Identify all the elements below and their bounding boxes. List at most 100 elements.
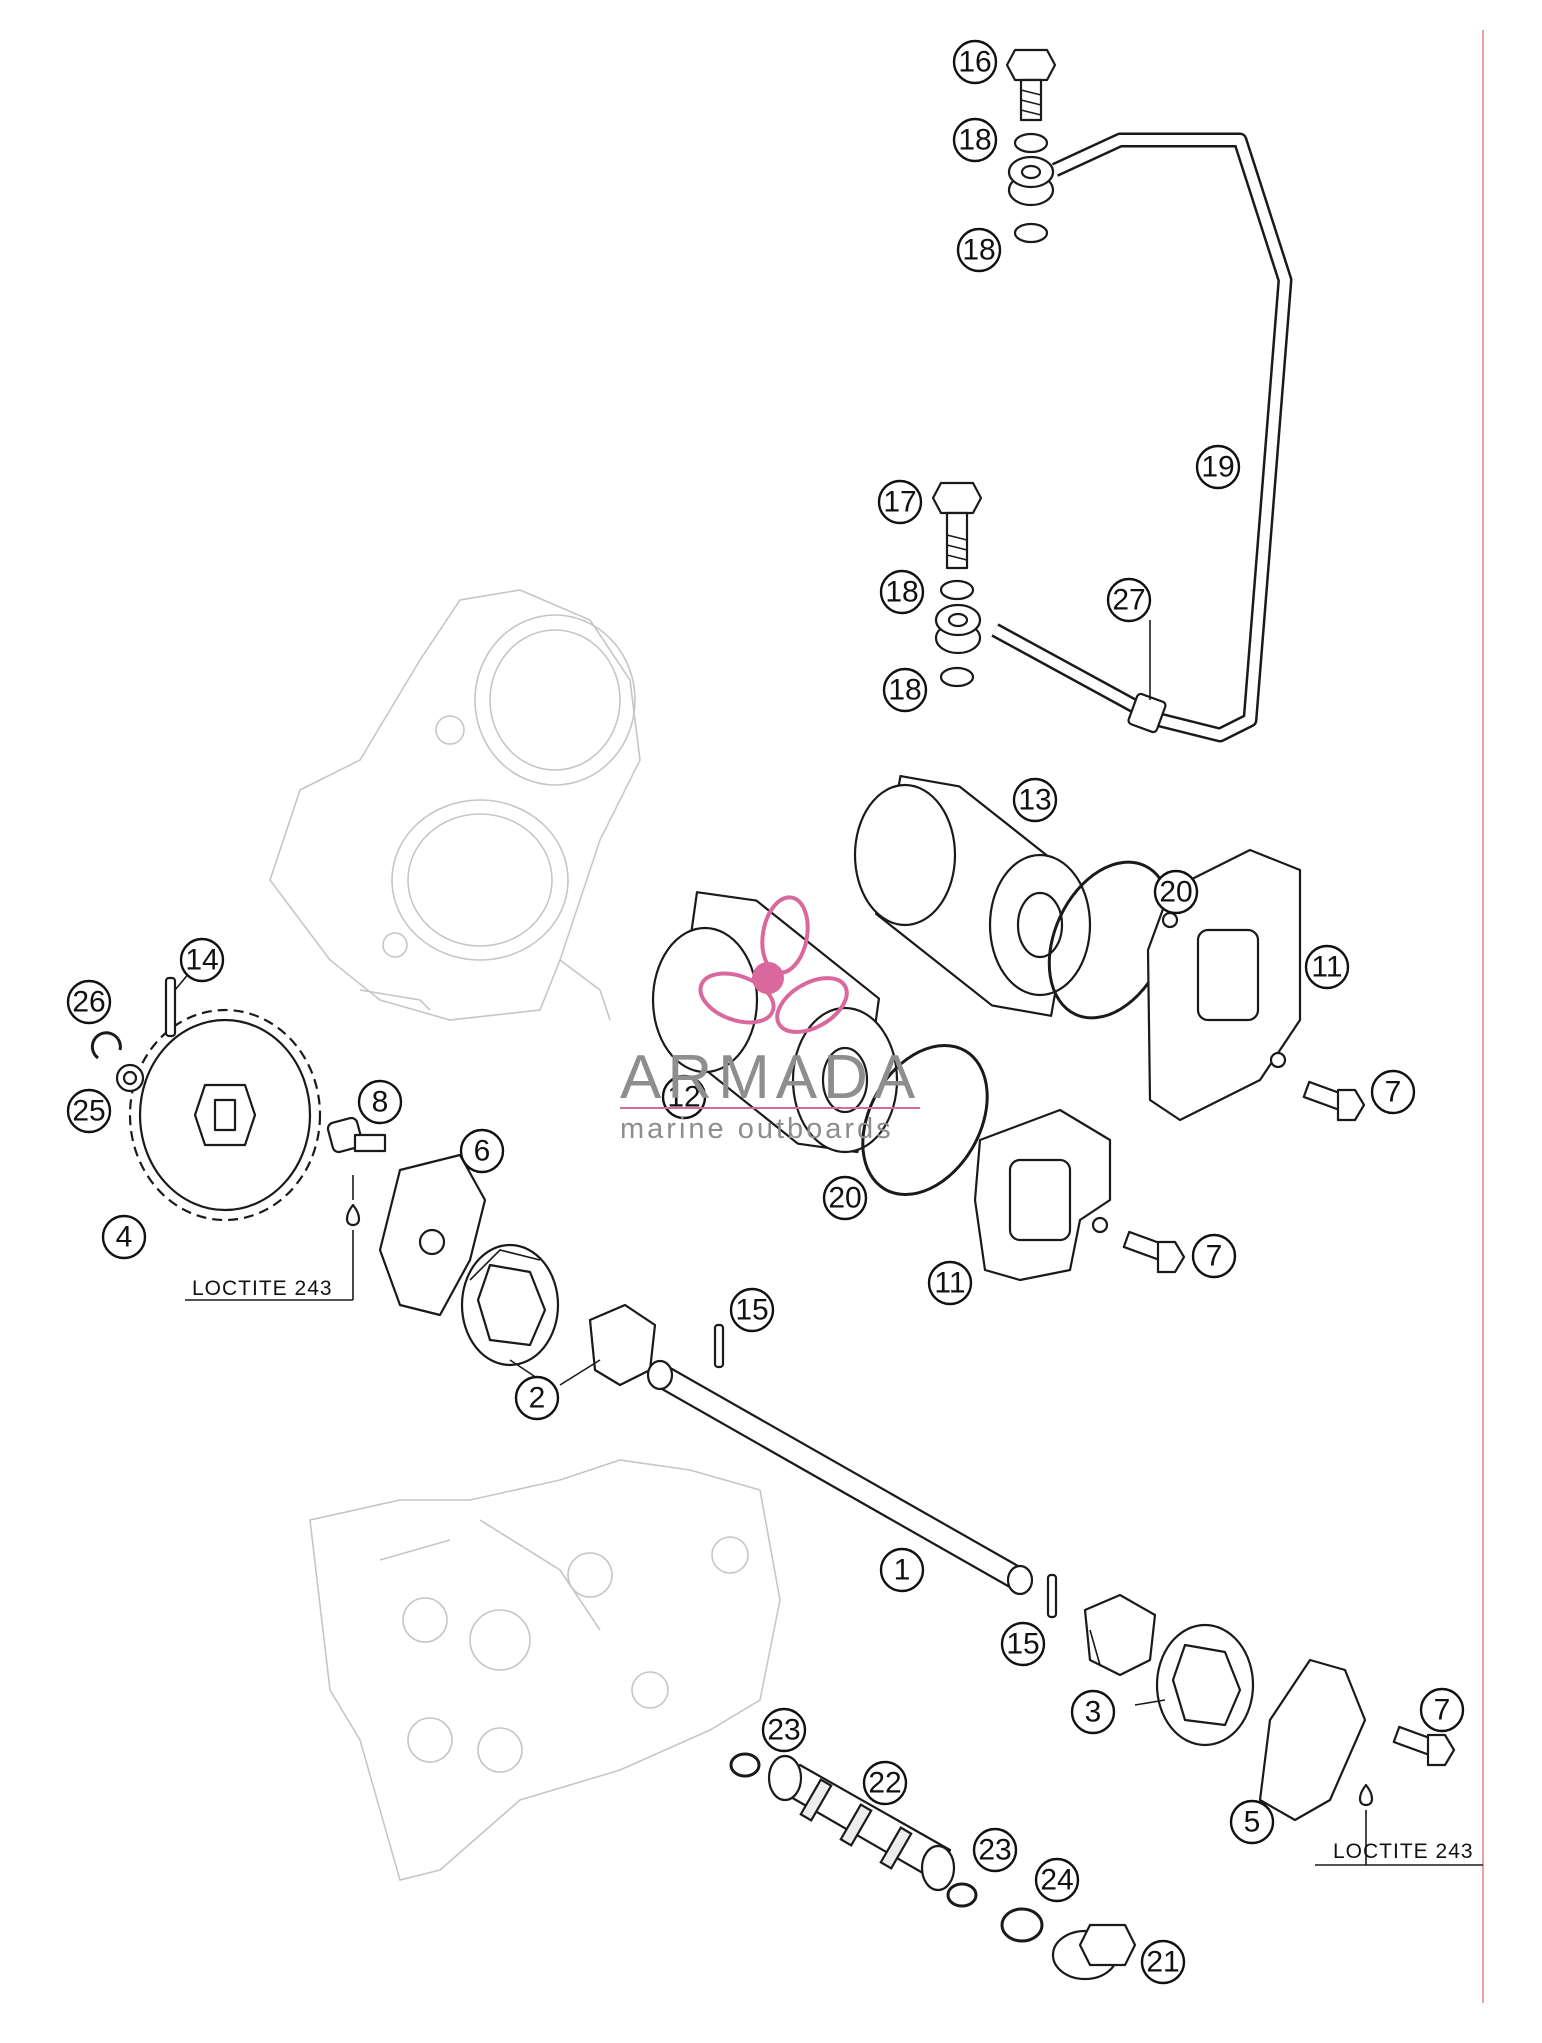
oil-pump-cover-left-hole [418, 1228, 446, 1256]
callout-label: 1 [894, 1554, 911, 1587]
callout-label: 23 [767, 1714, 800, 1747]
oil-pump-gear [128, 1008, 322, 1222]
banjo-bolt-lower [931, 481, 983, 570]
callout-label: 27 [1112, 584, 1145, 617]
callout-part-4: 4 [101, 1214, 147, 1260]
callout-label: 18 [885, 576, 918, 609]
callout-label: 4 [116, 1221, 133, 1254]
callout-part-26: 26 [66, 979, 112, 1025]
watermark-brand: ARMADA [620, 1043, 921, 1112]
callout-part-1: 1 [879, 1547, 925, 1593]
callout-part-23: 23 [972, 1827, 1018, 1873]
engine-case-upper-outline [269, 589, 641, 1021]
callout-label: 13 [1018, 784, 1051, 817]
callout-label: 17 [883, 486, 916, 519]
oil-pump-shaft [646, 1359, 1034, 1596]
callout-label: 18 [958, 124, 991, 157]
callout-part-27: 27 [1106, 577, 1152, 623]
oil-pump-rotor-right [1155, 1623, 1255, 1747]
callout-label: 19 [1201, 451, 1234, 484]
oil-line-clamp [1127, 692, 1167, 734]
callout-label: 11 [1311, 951, 1342, 984]
loctite-drop [345, 1203, 361, 1227]
sealing-washer [1013, 222, 1049, 244]
callout-label: 26 [72, 986, 105, 1019]
circlip [90, 1031, 122, 1060]
shaft-pin-upper [713, 1323, 725, 1369]
callout-label: 20 [1159, 876, 1192, 909]
banjo-fitting-upper [1007, 155, 1055, 207]
callout-part-2: 2 [514, 1375, 560, 1421]
callout-part-7: 7 [1370, 1069, 1416, 1115]
loctite-drop [1358, 1783, 1374, 1807]
callout-label: 7 [1385, 1076, 1402, 1109]
callout-part-16: 16 [952, 39, 998, 85]
callout-part-18: 18 [879, 569, 925, 615]
callout-label: 23 [978, 1834, 1011, 1867]
callout-label: 22 [868, 1767, 901, 1800]
oil-pump-inner-rotor-left [588, 1303, 657, 1387]
callout-label: 25 [72, 1095, 105, 1128]
sealing-washer [939, 579, 975, 601]
callout-part-7: 7 [1191, 1233, 1237, 1279]
callout-part-15: 15 [1000, 1621, 1046, 1667]
washer-hole [122, 1070, 138, 1086]
callout-part-7: 7 [1419, 1687, 1465, 1733]
callout-label: 3 [1085, 1696, 1102, 1729]
oil-filter-cover-front [973, 1108, 1112, 1282]
callout-part-5: 5 [1229, 1799, 1275, 1845]
sealing-washer [939, 666, 975, 688]
callout-label: 15 [735, 1294, 768, 1327]
o-ring-small [946, 1882, 978, 1908]
oil-pump-inner-rotor-right [1083, 1593, 1157, 1677]
sealing-washer [1013, 132, 1049, 154]
watermark: ARMADA marine outboards [620, 895, 921, 1145]
callout-part-20: 20 [822, 1175, 868, 1221]
callout-label: 24 [1040, 1864, 1073, 1897]
callout-label: 15 [1006, 1628, 1039, 1661]
oil-strainer [767, 1754, 956, 1892]
callout-part-18: 18 [956, 227, 1002, 273]
callout-label: 11 [934, 1267, 965, 1300]
drain-plug [1051, 1923, 1137, 1981]
callout-label: 2 [529, 1382, 546, 1415]
shaft-pin-lower [1046, 1573, 1058, 1619]
callout-part-25: 25 [66, 1088, 112, 1134]
o-ring-front [861, 1043, 989, 1197]
oil-filter-rear [853, 774, 1092, 1017]
callout-part-8: 8 [357, 1079, 403, 1125]
callout-label: 16 [958, 46, 991, 79]
callout-label: 14 [185, 944, 218, 977]
banjo-bolt-upper [1005, 48, 1057, 122]
engine-case-lower-outline [309, 1459, 781, 1881]
callout-label: 6 [474, 1135, 491, 1168]
propeller-icon [698, 895, 849, 1034]
cover-bolt [1392, 1725, 1456, 1767]
callout-part-24: 24 [1034, 1857, 1080, 1903]
callout-part-11: 11 [1304, 944, 1350, 990]
loctite-note-right: LOCTITE 243 [1333, 1840, 1474, 1863]
loctite-note-left: LOCTITE 243 [192, 1277, 333, 1300]
callout-part-15: 15 [729, 1287, 775, 1333]
oil-pump-rotor-left [460, 1243, 560, 1367]
callout-part-3: 3 [1070, 1689, 1116, 1735]
callout-part-20: 20 [1153, 869, 1199, 915]
callout-label: 5 [1244, 1806, 1261, 1839]
o-ring-large [1000, 1907, 1044, 1943]
callout-label: 18 [888, 674, 921, 707]
callout-part-21: 21 [1140, 1939, 1186, 1985]
callout-part-22: 22 [862, 1760, 908, 1806]
callout-part-14: 14 [179, 937, 225, 983]
watermark-tagline: marine outboards [620, 1113, 894, 1145]
callout-part-18: 18 [882, 667, 928, 713]
callout-part-11: 11 [927, 1260, 973, 1306]
callout-label: 7 [1434, 1694, 1451, 1727]
oil-filter-cover-rear [1146, 848, 1302, 1122]
callout-part-23: 23 [761, 1707, 807, 1753]
callout-label: 7 [1206, 1240, 1223, 1273]
oil-line [991, 132, 1293, 743]
callout-label: 20 [828, 1182, 861, 1215]
banjo-fitting-lower [934, 603, 982, 655]
o-ring-small [729, 1752, 761, 1778]
dowel-pin [164, 976, 177, 1038]
